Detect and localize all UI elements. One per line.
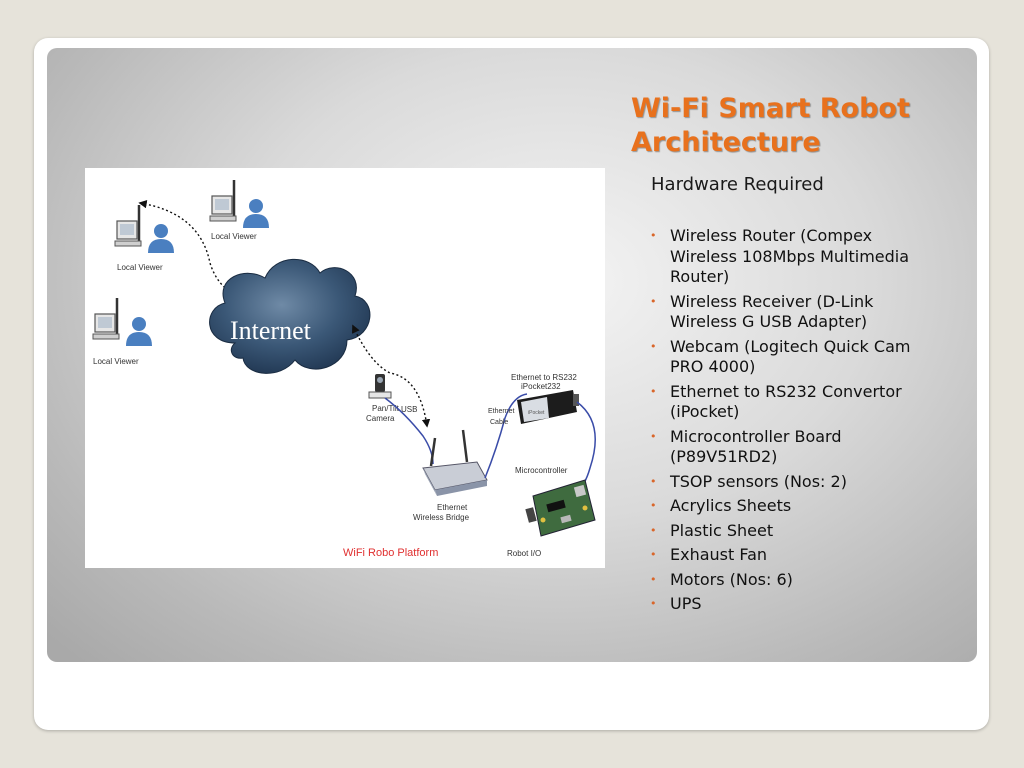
local-viewer-icon [92, 298, 152, 346]
ethernet-cable-label-1: Ethernet [488, 408, 515, 415]
list-item-text: TSOP sensors (Nos: 2) [670, 471, 847, 491]
list-item-text: Wireless Router (Compex Wireless 108Mbps… [670, 226, 910, 286]
list-item: • Wireless Router (Compex Wireless 108Mbp… [648, 226, 938, 288]
bullet-icon: • [650, 229, 657, 242]
bullet-icon: • [650, 429, 657, 443]
bullet-icon: • [650, 339, 657, 353]
bullet-icon: • [650, 523, 657, 537]
list-item-text: Ethernet to RS232 Convertor (iPocket) [670, 381, 902, 422]
rs232-converter-icon: iPocket [517, 390, 579, 424]
list-item: • TSOP sensors (Nos: 2) [648, 472, 938, 493]
bullet-icon: • [650, 474, 657, 488]
architecture-diagram-svg: Local Viewer Local Viewer Local Viewer [92, 180, 596, 559]
bridge-label-2: Wireless Bridge [413, 513, 470, 522]
list-item-text: Plastic Sheet [670, 520, 774, 540]
local-viewer-icon [209, 180, 269, 228]
list-item-text: Acrylics Sheets [670, 496, 792, 515]
internet-cloud-icon [209, 258, 371, 374]
bullet-icon: • [650, 294, 657, 308]
list-item: • Acrylics Sheets [648, 496, 938, 517]
slide-title: Wi-Fi Smart Robot Architecture [631, 93, 910, 158]
list-item-text: Microcontroller Board (P89V51RD2) [670, 426, 842, 467]
list-item: • Exhaust Fan [648, 545, 938, 566]
usb-label: USB [401, 405, 417, 414]
robot-io-label: Robot I/O [507, 549, 541, 558]
architecture-diagram: Local Viewer Local Viewer Local Viewer [85, 168, 605, 568]
camera-label: Camera [366, 414, 395, 423]
bullet-icon: • [650, 548, 657, 561]
hardware-list: • Wireless Router (Compex Wireless 108Mbp… [648, 226, 938, 619]
list-item-text: Exhaust Fan [670, 545, 768, 564]
list-item: • Plastic Sheet [648, 521, 938, 542]
bullet-icon: • [650, 499, 657, 512]
svg-text:iPocket: iPocket [528, 410, 545, 416]
local-viewer-label: Local Viewer [211, 232, 257, 241]
slide-subtitle: Hardware Required [651, 174, 824, 195]
list-item: • Ethernet to RS232 Convertor (iPocket) [648, 382, 938, 423]
list-item-text: UPS [670, 594, 702, 613]
bullet-icon: • [650, 597, 657, 610]
ethernet-cable [484, 393, 528, 479]
bullet-icon: • [650, 572, 657, 586]
list-item-text: Wireless Receiver (D-Link Wireless G USB… [670, 291, 874, 332]
platform-label: WiFi Robo Platform [343, 547, 438, 559]
pan-tilt-label: Pan/Tilt [372, 404, 400, 413]
bullet-icon: • [650, 384, 657, 398]
list-item-text: Webcam (Logitech Quick Cam PRO 4000) [670, 336, 911, 377]
list-item: • Microcontroller Board (P89V51RD2) [648, 427, 938, 468]
list-item: • Wireless Receiver (D-Link Wireless G US… [648, 292, 938, 333]
microcontroller-label: Microcontroller [515, 466, 568, 475]
list-item: • Motors (Nos: 6) [648, 570, 938, 591]
microcontroller-board-icon [525, 479, 596, 537]
rs232-label-2: iPocket232 [521, 382, 561, 391]
local-viewer-icon [114, 205, 174, 253]
local-viewer-label: Local Viewer [93, 357, 139, 366]
list-item-text: Motors (Nos: 6) [670, 569, 793, 589]
webcam-icon [368, 374, 392, 399]
list-item: • UPS [648, 594, 938, 615]
ethernet-cable-label-2: Cable [490, 419, 508, 426]
local-viewer-label: Local Viewer [117, 263, 163, 272]
list-item: • Webcam (Logitech Quick Cam PRO 4000) [648, 337, 938, 378]
rs232-label-1: Ethernet to RS232 [511, 373, 577, 382]
internet-label: Internet [230, 316, 312, 345]
wireless-router-icon [422, 429, 488, 496]
bridge-label-1: Ethernet [437, 503, 468, 512]
connection-arrow [351, 324, 431, 428]
